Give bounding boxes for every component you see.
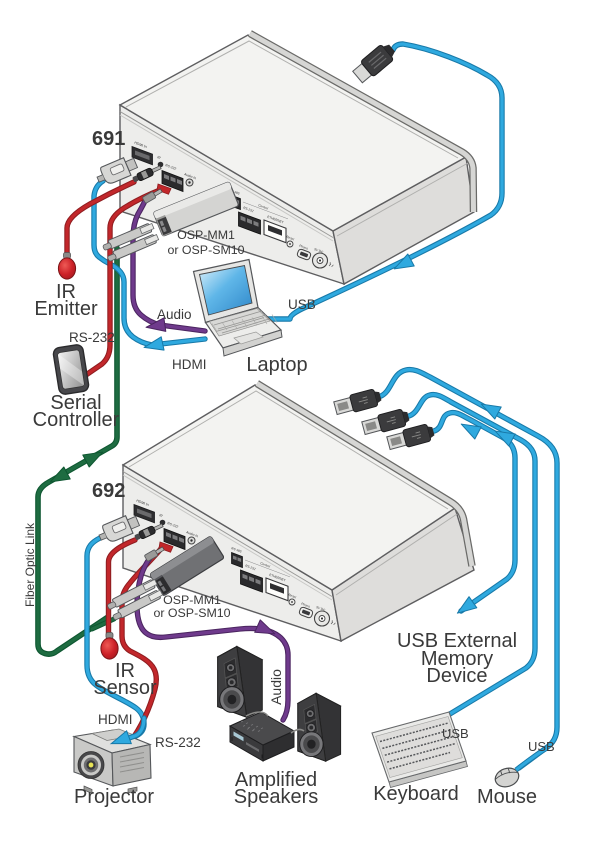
svg-text:Keyboard: Keyboard: [373, 783, 459, 805]
svg-text:OSP-MM1: OSP-MM1: [163, 593, 221, 607]
svg-text:Memory: Memory: [421, 648, 493, 670]
svg-text:Fiber Optic Link: Fiber Optic Link: [23, 522, 37, 607]
svg-text:Projector: Projector: [74, 786, 154, 808]
svg-text:Device: Device: [426, 665, 487, 687]
svg-text:Emitter: Emitter: [34, 298, 98, 320]
svg-text:Mouse: Mouse: [477, 786, 537, 808]
svg-text:USB External: USB External: [397, 630, 517, 652]
svg-text:692: 692: [92, 480, 125, 502]
svg-text:OSP-MM1: OSP-MM1: [177, 228, 235, 242]
svg-text:RS-232: RS-232: [69, 330, 115, 345]
svg-text:IR: IR: [56, 281, 76, 303]
svg-text:USB: USB: [288, 297, 316, 312]
svg-text:RS-232: RS-232: [155, 735, 201, 750]
svg-text:HDMI: HDMI: [98, 712, 133, 727]
svg-text:HDMI: HDMI: [172, 357, 207, 372]
svg-text:Speakers: Speakers: [234, 786, 319, 808]
svg-text:or OSP-SM10: or OSP-SM10: [153, 606, 230, 620]
svg-text:Serial: Serial: [50, 392, 101, 414]
svg-text:691: 691: [92, 128, 125, 150]
svg-text:Controller: Controller: [33, 409, 120, 431]
svg-text:Laptop: Laptop: [246, 354, 307, 376]
svg-text:USB: USB: [442, 726, 469, 741]
svg-text:Amplified: Amplified: [235, 769, 317, 791]
svg-text:Sensor: Sensor: [93, 677, 157, 699]
svg-text:Audio: Audio: [157, 307, 192, 322]
svg-text:USB: USB: [528, 739, 555, 754]
svg-text:or OSP-SM10: or OSP-SM10: [167, 243, 244, 257]
svg-text:Audio: Audio: [268, 669, 284, 705]
svg-text:IR: IR: [115, 660, 135, 682]
